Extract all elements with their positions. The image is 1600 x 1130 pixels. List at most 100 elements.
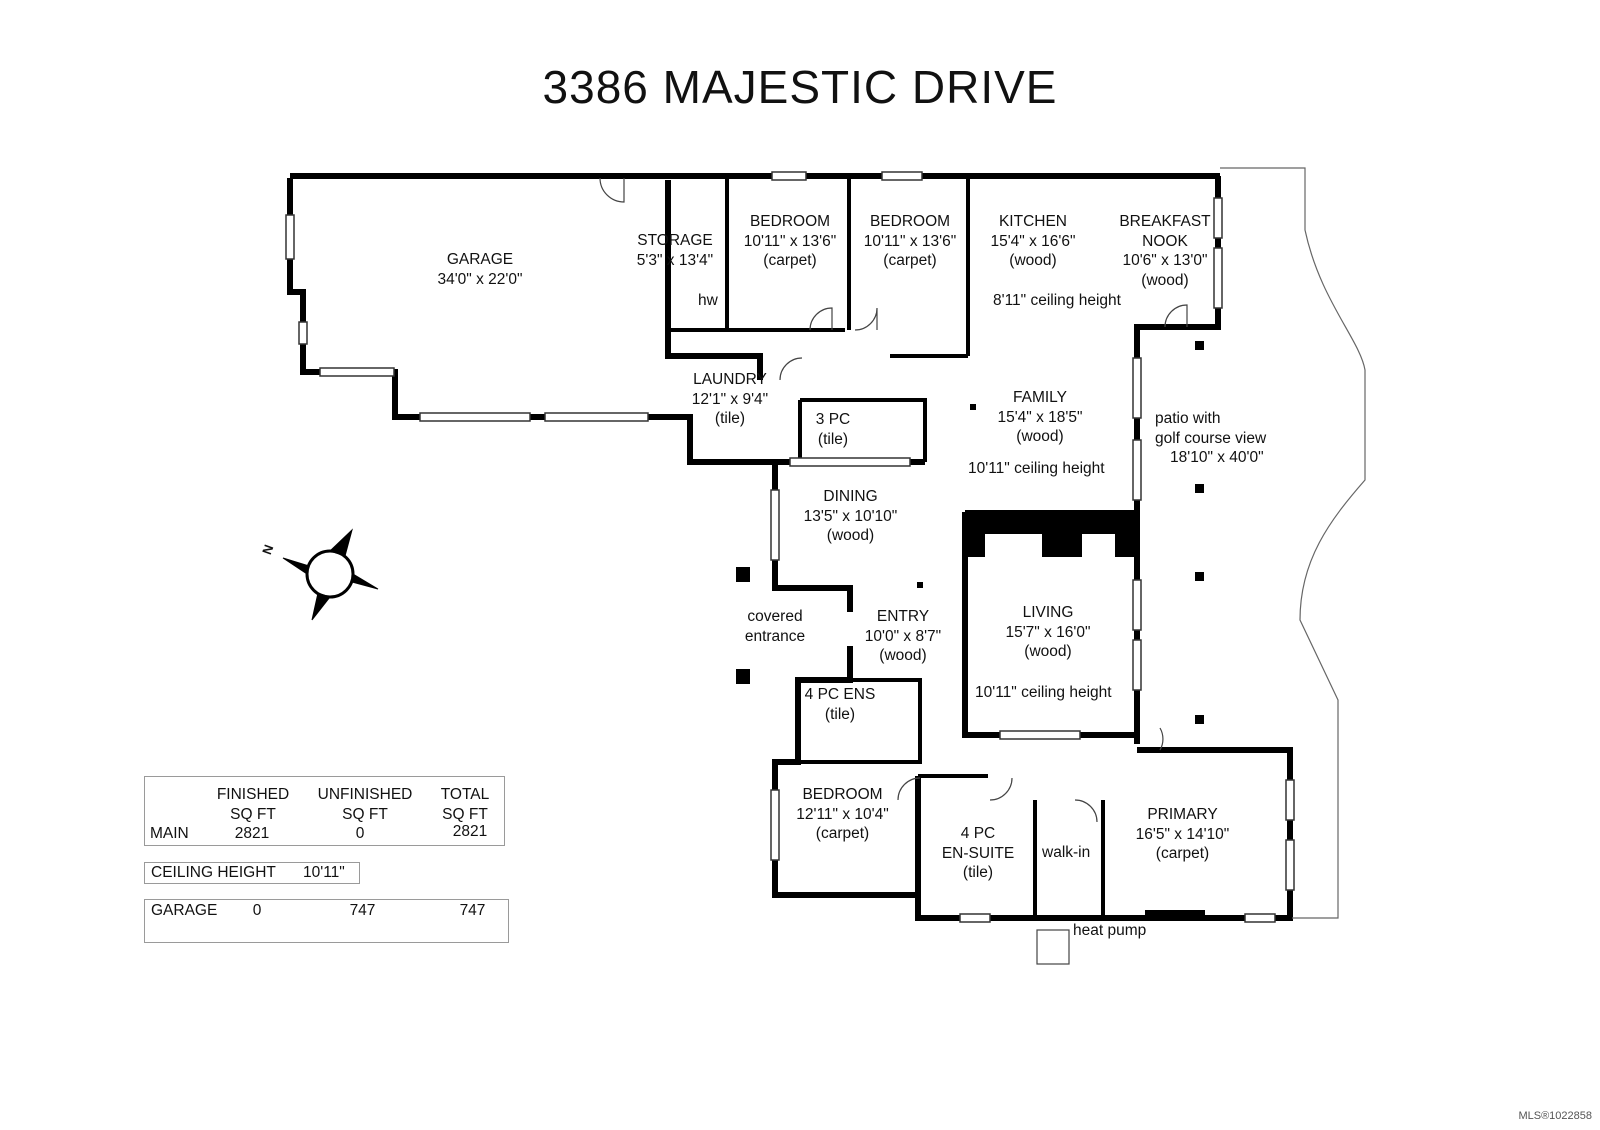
ceiling-height-label: CEILING HEIGHT [151, 864, 276, 881]
room-entry: ENTRY 10'0" x 8'7" (wood) [858, 607, 948, 666]
room-size: 10'11" x 13'6" [743, 232, 837, 250]
window [1213, 197, 1223, 239]
window [1213, 247, 1223, 309]
living-ceiling-note: 10'11" ceiling height [975, 684, 1112, 701]
room-size: 13'5" x 10'10" [803, 507, 898, 525]
room-name: 4 PC ENS [804, 686, 876, 703]
hw-label: hw [698, 292, 718, 309]
room-name: 4 PC [960, 825, 996, 842]
window [544, 412, 649, 422]
room-size: 10'11" x 13'6" [863, 232, 957, 250]
window [959, 913, 991, 923]
row-main-unfinished: 0 [355, 825, 365, 842]
family-ceiling-note: 10'11" ceiling height [968, 460, 1105, 477]
room-size: 15'4" x 18'5" [997, 408, 1083, 426]
kitchen-ceiling-note: 8'11" ceiling height [993, 292, 1121, 309]
room-floor: (wood) [879, 647, 927, 664]
window [1132, 357, 1142, 419]
room-name: PRIMARY [1147, 806, 1218, 823]
room-name: LAUNDRY [693, 371, 767, 388]
window [771, 171, 807, 181]
room-primary: PRIMARY 16'5" x 14'10" (carpet) [1125, 805, 1240, 864]
ens4-wall [798, 678, 922, 764]
room-floor: (wood) [1016, 428, 1064, 445]
room-name-2: NOOK [1142, 232, 1188, 250]
room-floor: (wood) [826, 527, 875, 544]
room-floor: (tile) [817, 430, 849, 448]
room-floor: (carpet) [815, 825, 870, 842]
room-floor: (carpet) [883, 252, 937, 269]
room-name: KITCHEN [998, 213, 1068, 230]
window [999, 730, 1081, 740]
mls-number: MLS®1022858 [1518, 1110, 1592, 1122]
row-garage-unfinished: 747 [349, 902, 376, 919]
window [1132, 439, 1142, 501]
room-size: 12'1" x 9'4" [691, 390, 769, 408]
window [1132, 579, 1142, 631]
room-name: LIVING [1022, 604, 1074, 621]
room-storage: STORAGE 5'3" x 13'4" [625, 231, 725, 270]
room-dining: DINING 13'5" x 10'10" (wood) [793, 487, 908, 546]
window [1132, 639, 1142, 691]
room-name: ENTRY [876, 608, 930, 625]
window [770, 489, 780, 561]
room-size: 10'0" x 8'7" [864, 627, 942, 645]
room-ensuite: 4 PC EN-SUITE (tile) [938, 824, 1018, 883]
window [1244, 913, 1276, 923]
room-laundry: LAUNDRY 12'1" x 9'4" (tile) [680, 370, 780, 429]
room-name: GARAGE [446, 251, 514, 268]
patio-line-1: patio with [1155, 410, 1221, 427]
covered-line-1: covered [747, 608, 803, 625]
room-bedroom-1: BEDROOM 10'11" x 13'6" (carpet) [735, 212, 845, 271]
patio-columns [736, 341, 1204, 724]
room-name-2: EN-SUITE [941, 844, 1015, 862]
room-living: LIVING 15'7" x 16'0" (wood) [988, 603, 1108, 662]
patio: patio with golf course view 18'10" x 40'… [1155, 409, 1295, 468]
plan-title: 3386 MAJESTIC DRIVE [542, 61, 1058, 113]
ceiling-height-box [144, 862, 360, 884]
room-name: BEDROOM [802, 786, 883, 803]
header-unfinished-line2: SQ FT [342, 805, 388, 823]
door-swings [599, 177, 1188, 823]
south-wall [915, 747, 1293, 921]
header-finished: FINISHED SQ FT [208, 785, 298, 824]
patio-line-2: golf course view [1155, 429, 1267, 447]
window [1285, 839, 1295, 891]
room-floor: (wood) [1009, 252, 1057, 269]
room-floor: (carpet) [763, 252, 817, 269]
room-size: 16'5" x 14'10" [1135, 825, 1230, 843]
room-name: BEDROOM [869, 213, 951, 230]
heat-pump-box [1036, 929, 1070, 965]
ceiling-height-value: 10'11" [303, 864, 345, 881]
area-table-main [144, 776, 505, 846]
room-walk-in: walk-in [1042, 844, 1091, 861]
room-floor: (wood) [1141, 271, 1189, 289]
row-main-label: MAIN [150, 825, 189, 842]
room-size: 5'3" x 13'4" [636, 251, 714, 269]
room-name: DINING [823, 488, 878, 505]
row-garage-finished: 0 [252, 902, 262, 919]
room-family: FAMILY 15'4" x 18'5" (wood) [980, 388, 1100, 447]
fireplace-cabinets [965, 512, 1205, 918]
room-floor: (carpet) [1155, 845, 1210, 862]
compass-icon [282, 528, 379, 621]
window [419, 412, 531, 422]
room-floor: (tile) [824, 705, 856, 723]
window [789, 457, 911, 467]
area-table-garage [144, 899, 509, 943]
row-main-total: 2821 [452, 823, 488, 840]
dining-wall-lower [772, 646, 920, 898]
room-name: FAMILY [1013, 389, 1067, 406]
header-total-line2: SQ FT [442, 805, 488, 823]
header-finished-line1: FINISHED [216, 786, 290, 803]
header-unfinished: UNFINISHED SQ FT [310, 785, 420, 824]
row-garage-label: GARAGE [151, 902, 218, 919]
room-size: 10'6" x 13'0" [1122, 252, 1208, 269]
patio-outline [1220, 167, 1366, 919]
patio-size: 18'10" x 40'0" [1170, 449, 1264, 466]
header-total: TOTAL SQ FT [435, 785, 495, 824]
row-garage-total: 747 [459, 902, 486, 919]
window [319, 367, 395, 377]
window [285, 214, 295, 260]
